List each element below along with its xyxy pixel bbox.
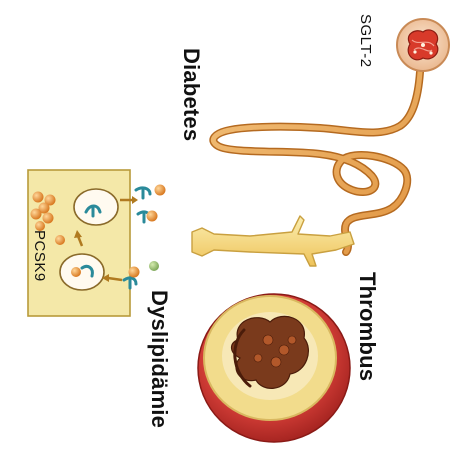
label-pcsk9: PCSK9 bbox=[31, 230, 48, 282]
label-diabetes: Diabetes bbox=[178, 48, 204, 141]
nephron-illustration bbox=[213, 19, 449, 252]
hepatocyte-illustration bbox=[28, 170, 166, 316]
label-thrombus: Thrombus bbox=[354, 272, 380, 381]
bone-shaft bbox=[192, 216, 354, 266]
label-dyslipidaemie: Dyslipidämie bbox=[146, 290, 172, 428]
label-sglt2: SGLT-2 bbox=[357, 14, 374, 68]
endosome-lower bbox=[60, 254, 104, 290]
bone-illustration bbox=[192, 216, 354, 266]
nephron-tubule-fill bbox=[213, 72, 420, 252]
vessel-illustration bbox=[198, 294, 350, 442]
